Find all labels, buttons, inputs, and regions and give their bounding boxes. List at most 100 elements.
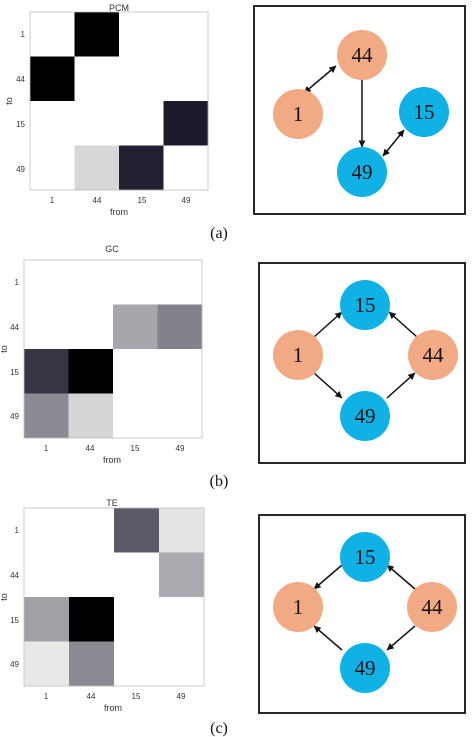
heatmap-cell [74, 12, 120, 57]
network-graph: 15 1 44 49 [258, 514, 466, 714]
heatmap-cell [74, 56, 120, 102]
x-tick-label: 49 [176, 444, 185, 453]
heatmap-title: GC [105, 244, 119, 254]
graph-nodes: 44 1 15 49 [273, 30, 449, 197]
node-1: 1 [273, 582, 323, 632]
heatmap-cell [74, 145, 120, 191]
node-label: 15 [414, 100, 435, 124]
y-axis-label: to [0, 593, 9, 601]
y-ticks: 1 44 15 49 [10, 526, 19, 669]
heatmap-cell [159, 641, 205, 687]
node-1: 1 [273, 89, 323, 139]
node-1: 1 [273, 330, 323, 380]
node-label: 44 [352, 43, 374, 67]
graph-frame [258, 514, 466, 714]
heatmap-cell [157, 304, 203, 350]
y-axis-label: to [0, 345, 9, 353]
y-tick-label: 15 [10, 616, 19, 625]
heatmap-cell [114, 552, 160, 598]
node-15: 15 [340, 280, 390, 330]
graph-edges [303, 65, 405, 157]
y-tick-label: 44 [10, 571, 19, 580]
x-ticks: 1 44 15 49 [44, 692, 186, 701]
y-tick-label: 49 [10, 660, 19, 669]
heatmap-cell [114, 641, 160, 687]
node-label: 1 [293, 595, 304, 619]
heatmap-cell [157, 393, 203, 439]
network-graph: 15 1 44 49 [258, 262, 466, 464]
y-tick-label: 15 [16, 120, 25, 129]
panel-caption: (a) [210, 225, 228, 242]
heatmap-cell [24, 260, 69, 305]
heatmap-cell [30, 145, 75, 191]
heatmap-cell [68, 260, 114, 305]
y-tick-label: 1 [21, 30, 26, 39]
graph-frame [258, 262, 466, 464]
heatmap-cell [119, 12, 164, 57]
node-49: 49 [340, 391, 390, 441]
heatmap [23, 259, 203, 439]
y-tick-label: 1 [15, 526, 20, 535]
heatmap-cell [113, 304, 158, 350]
heatmap-frame [23, 259, 203, 439]
heatmap-title: PCM [109, 3, 129, 13]
heatmap-cells [30, 12, 209, 191]
heatmap-cell [163, 101, 209, 146]
heatmap-cell [113, 393, 158, 439]
heatmap-cell [113, 349, 158, 394]
heatmap-cell [74, 101, 120, 146]
x-tick-label: 49 [182, 196, 191, 205]
x-tick-label: 15 [131, 444, 140, 453]
heatmap-cell [68, 349, 114, 394]
y-tick-label: 15 [10, 368, 19, 377]
node-label: 1 [293, 102, 304, 126]
heatmap-cell [69, 597, 115, 642]
heatmap-cell [24, 349, 69, 394]
y-tick-label: 44 [16, 75, 25, 84]
x-ticks: 1 44 15 49 [44, 444, 185, 453]
heatmap-cell [119, 101, 164, 146]
graph-frame [253, 5, 466, 215]
heatmap-cells [24, 508, 205, 687]
edge-49-44 [386, 372, 416, 399]
panel-c: TE 1 44 15 49 to 1 44 15 49 from [0, 498, 466, 737]
panel-b: GC 1 44 15 49 to 1 44 15 49 from [0, 244, 466, 490]
y-ticks: 1 44 15 49 [16, 30, 25, 174]
heatmap-cell [24, 304, 69, 350]
heatmap-cell [30, 101, 75, 146]
edge-44-1 [303, 65, 337, 94]
x-tick-label: 1 [44, 444, 49, 453]
heatmap-cell [69, 508, 115, 553]
heatmap-cell [114, 597, 160, 642]
y-axis-label: to [4, 97, 14, 105]
heatmap-frame [29, 11, 209, 191]
heatmap-cell [119, 145, 164, 191]
x-tick-label: 15 [132, 692, 141, 701]
heatmap-cell [24, 552, 70, 598]
heatmap-frame [23, 507, 205, 687]
heatmap-cell [157, 260, 203, 305]
heatmap-cell [163, 56, 209, 102]
heatmap-cell [24, 393, 69, 439]
x-tick-label: 15 [138, 196, 147, 205]
edge-1-15 [313, 311, 343, 338]
node-label: 15 [355, 293, 376, 317]
node-44: 44 [337, 30, 387, 80]
edge-15-1 [313, 564, 343, 590]
heatmap [29, 11, 209, 191]
node-15: 15 [399, 87, 449, 137]
heatmap-cell [24, 508, 70, 553]
edge-44-15 [388, 311, 418, 338]
node-49: 49 [337, 147, 387, 197]
heatmap-cell [30, 12, 75, 57]
x-axis-label: from [110, 207, 128, 217]
panel-caption: (b) [210, 473, 229, 490]
heatmap-cell [113, 260, 158, 305]
x-tick-label: 44 [93, 196, 102, 205]
node-label: 1 [293, 343, 304, 367]
y-tick-label: 44 [10, 323, 19, 332]
panel-a: PCM 1 44 15 49 to 1 44 15 49 from [4, 3, 466, 242]
heatmap-cell [68, 393, 114, 439]
heatmap-cell [69, 641, 115, 687]
